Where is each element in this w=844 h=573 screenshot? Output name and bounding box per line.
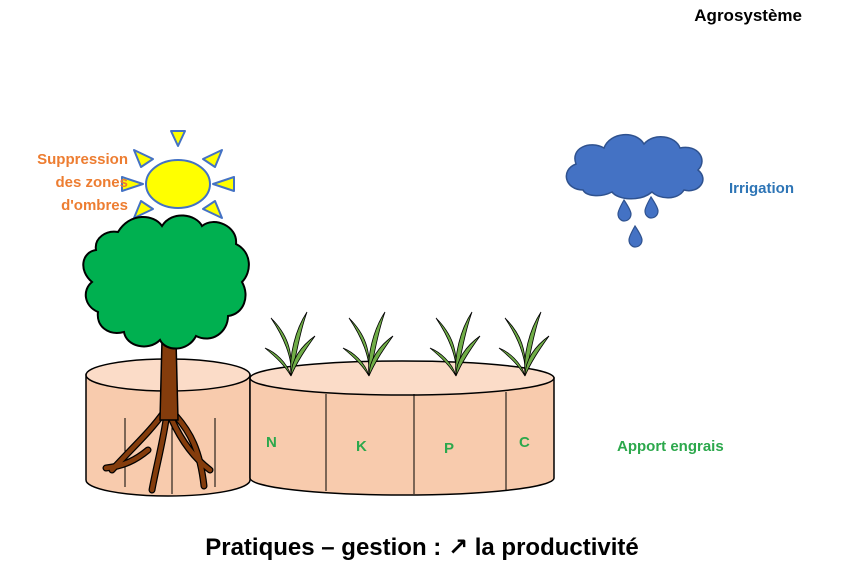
seedling-icon xyxy=(342,311,394,377)
shade-suppression-label: Suppression des zones d'ombres xyxy=(8,148,128,217)
shade-label-line-1: Suppression xyxy=(37,151,128,168)
nutrient-label-n: N xyxy=(266,434,277,451)
diagram-caption: Pratiques – gestion : ↗ la productivité xyxy=(205,534,639,561)
seedling-icon xyxy=(264,311,316,377)
nutrient-label-p: P xyxy=(444,440,455,457)
shade-label-line-2: des zones xyxy=(55,174,128,191)
seedling-icon xyxy=(429,311,481,377)
nutrient-label-k: K xyxy=(356,438,367,455)
soil-cylinder xyxy=(249,360,555,496)
raindrop-icon xyxy=(617,195,659,248)
seedling-icon xyxy=(498,311,550,377)
page-title: Agrosystème xyxy=(694,6,802,25)
cloud-icon xyxy=(565,134,704,200)
nutrient-label-c: C xyxy=(519,434,530,451)
sun-icon xyxy=(121,130,235,235)
fertilizer-label: Apport engrais xyxy=(617,438,724,455)
tree-icon xyxy=(82,214,250,494)
irrigation-label: Irrigation xyxy=(729,180,795,197)
shade-label-line-3: d'ombres xyxy=(61,197,128,214)
